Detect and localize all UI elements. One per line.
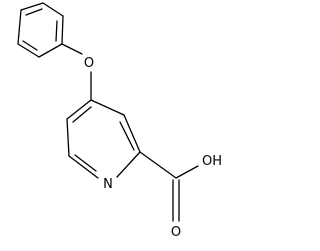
phenyl-double-bond-3	[22, 40, 38, 51]
pyridine-bond-4	[68, 155, 99, 179]
phenyl-ring	[17, 2, 64, 58]
pyridine-bond-1	[90, 99, 125, 116]
structure-diagram: O N OH O	[17, 2, 222, 240]
pyridine-double-bond-2	[74, 154, 97, 172]
pyridine-bond-6	[66, 99, 92, 120]
carboxylic-acid-group: OH O	[139, 151, 222, 240]
ring-carboxyl-bond	[139, 151, 177, 179]
phenyl-bond-1	[20, 2, 44, 11]
pyridine-ring: N	[66, 99, 141, 192]
carbonyl-oxygen-label: O	[171, 225, 181, 240]
pyridine-double-bond-3	[72, 106, 92, 123]
phenyl-double-bond-2	[55, 20, 58, 42]
phenyl-bond-3	[61, 15, 64, 45]
ether-linkage: O	[61, 43, 94, 101]
phenyl-bond-2	[42, 2, 64, 17]
phenyl-bond-5	[17, 43, 40, 58]
phenyl-double-bond-1	[25, 8, 43, 16]
phenyl-oxygen-bond	[61, 43, 83, 55]
pyridine-bond-3	[116, 151, 141, 178]
hydroxyl-label: OH	[202, 154, 222, 169]
pyridine-bond-5	[66, 118, 70, 157]
phenyl-bond-4	[38, 43, 63, 58]
pyridine-double-bond-1	[119, 121, 135, 151]
ether-oxygen-label: O	[84, 56, 94, 71]
pyridine-bond-2	[123, 114, 141, 153]
carboxyl-hydroxyl-bond	[175, 165, 199, 179]
ring-nitrogen-label: N	[103, 177, 113, 192]
phenyl-bond-6	[17, 9, 22, 45]
